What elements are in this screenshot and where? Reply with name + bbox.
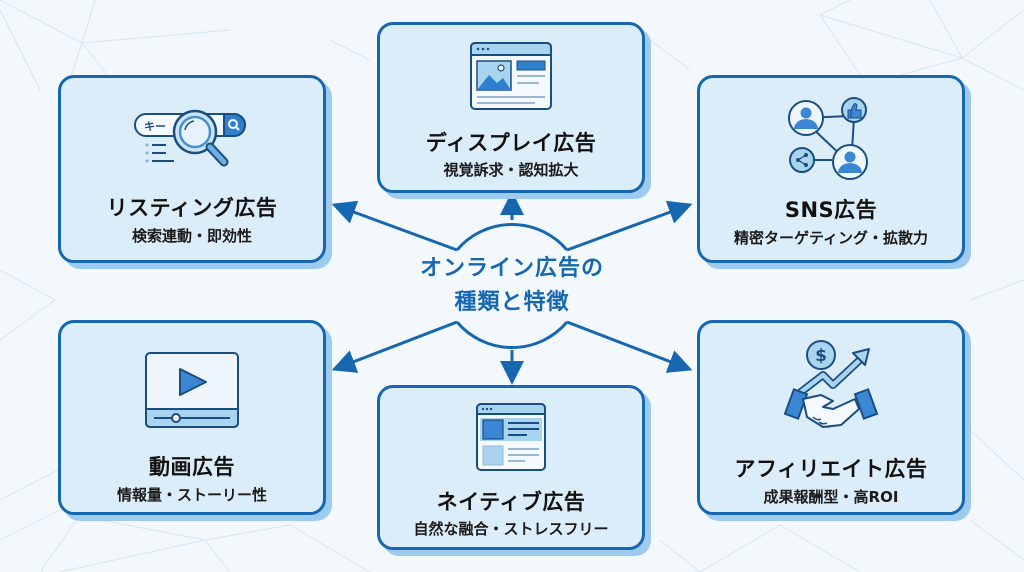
card-display-ads: ディスプレイ広告 視覚訴求・認知拡大 bbox=[377, 22, 645, 193]
card-title: ネイティブ広告 bbox=[436, 490, 586, 514]
center-title-line2: 種類と特徴 bbox=[454, 290, 570, 315]
native-article-icon bbox=[476, 403, 546, 471]
arrow-to-video bbox=[331, 320, 458, 373]
card-title: ディスプレイ広告 bbox=[425, 131, 597, 155]
card-title: 動画広告 bbox=[149, 455, 235, 479]
center-circle-outline bbox=[455, 222, 569, 350]
card-subtitle: 視覚訴求・認知拡大 bbox=[443, 161, 579, 179]
center-title-line1: オンライン広告の bbox=[419, 256, 604, 281]
arrow-to-affiliate bbox=[566, 320, 693, 373]
card-subtitle: 成果報酬型・高ROI bbox=[763, 488, 899, 506]
social-network-icon bbox=[788, 97, 868, 180]
card-affiliate-ads: $ アフィリエイト広告 成果報酬型・高ROI bbox=[697, 320, 965, 515]
browser-image-icon bbox=[470, 42, 552, 110]
card-sns-ads: SNS広告 精密ターゲティング・拡散力 bbox=[697, 75, 965, 263]
card-title: アフィリエイト広告 bbox=[734, 457, 928, 481]
svg-text:$: $ bbox=[815, 346, 827, 366]
card-subtitle: 情報量・ストーリー性 bbox=[116, 486, 267, 504]
card-subtitle: 検索連動・即効性 bbox=[131, 227, 252, 245]
center-title: オンライン広告の 種類と特徴 bbox=[380, 252, 644, 320]
card-subtitle: 精密ターゲティング・拡散力 bbox=[733, 229, 929, 247]
card-title: リスティング広告 bbox=[106, 196, 278, 220]
search-bar-text: キー bbox=[144, 120, 166, 133]
search-magnifier-icon: キー bbox=[134, 109, 246, 167]
card-native-ads: ネイティブ広告 自然な融合・ストレスフリー bbox=[377, 385, 645, 550]
card-listing-ads: キー リスティング広告 検索連動・即効性 bbox=[58, 75, 326, 263]
card-title: SNS広告 bbox=[784, 198, 878, 222]
arrow-to-listing bbox=[331, 200, 458, 252]
card-subtitle: 自然な融合・ストレスフリー bbox=[413, 520, 609, 538]
video-player-icon bbox=[145, 352, 239, 428]
arrow-to-sns bbox=[566, 200, 693, 252]
handshake-growth-icon: $ bbox=[783, 340, 879, 428]
card-video-ads: 動画広告 情報量・ストーリー性 bbox=[58, 320, 326, 515]
